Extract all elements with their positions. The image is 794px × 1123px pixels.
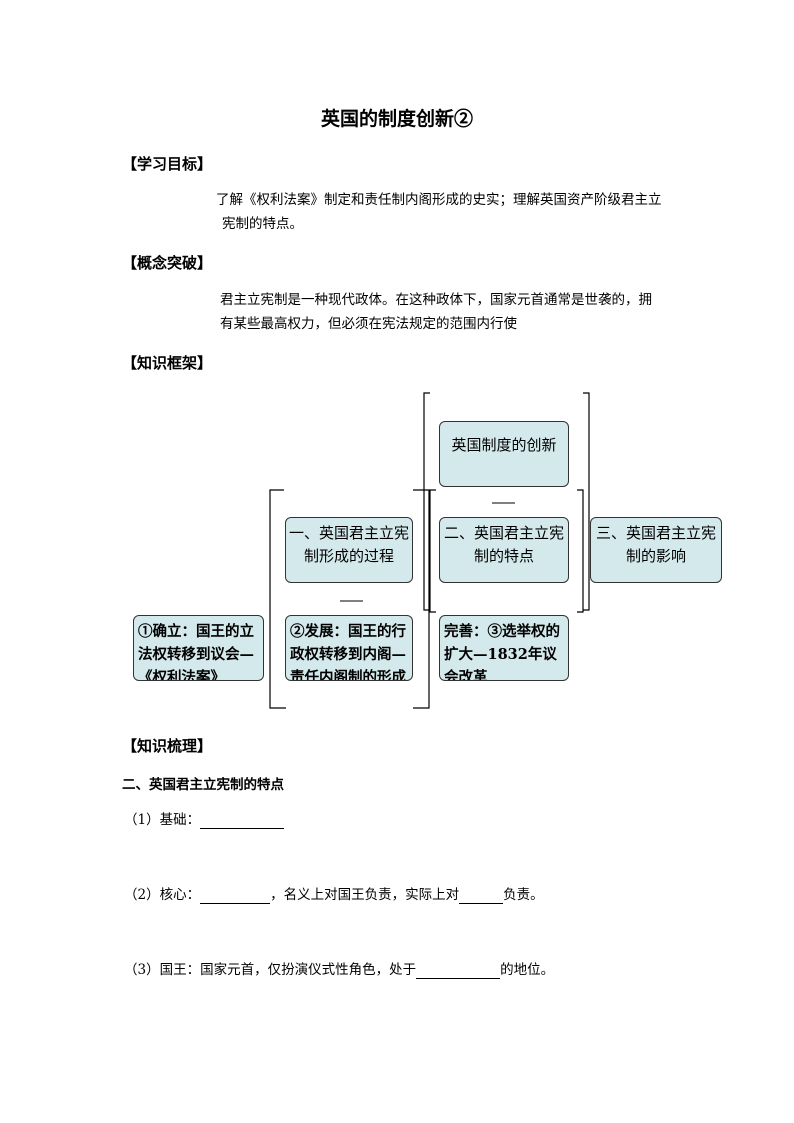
question-2-suffix: 负责。 [503,887,544,903]
question-1-prefix: （1）基础： [124,812,201,828]
page-title: 英国的制度创新② [320,108,473,130]
question-3-suffix: 的地位。 [500,962,555,978]
answer-blank-3[interactable] [416,962,501,979]
objectives-line-1: 了解《权利法案》制定和责任制内阁形成的史实；理解英国资产阶级君主立 [216,192,662,208]
section-objectives: 【学习目标】 [122,155,213,173]
section-review: 【知识梳理】 [122,737,213,755]
answer-blank-2b[interactable] [459,887,504,904]
question-1: （1）基础： [124,808,285,829]
concepts-line-1: 君主立宪制是一种现代政体。在这种政体下，国家元首通常是世袭的，拥 [220,292,652,308]
node-child-3: 完善：③选举权的扩大—1832年议会改革 [439,615,569,681]
question-2-mid: ，名义上对国王负责，实际上对 [270,887,460,903]
node-branch-1: 一、英国君主立宪制形成的过程 [285,517,413,583]
concepts-text: 君主立宪制是一种现代政体。在这种政体下，国家元首通常是世袭的，拥 有某些最高权力… [220,288,690,336]
objectives-text: 了解《权利法案》制定和责任制内阁形成的史实；理解英国资产阶级君主立 宪制的特点。 [216,188,686,236]
question-3: （3）国王：国家元首，仅扮演仪式性角色，处于 的地位。 [124,958,554,979]
question-2: （2）核心： ，名义上对国王负责，实际上对 负责。 [124,883,544,904]
question-2-prefix: （2）核心： [124,887,201,903]
answer-blank-1[interactable] [200,812,285,829]
node-branch-2: 二、英国君主立宪制的特点 [439,517,569,583]
section-concepts: 【概念突破】 [122,254,213,272]
section-framework: 【知识框架】 [122,354,213,372]
review-heading: 二、英国君主立宪制的特点 [122,777,284,793]
node-child-1: ①确立：国王的立法权转移到议会—《权利法案》 [133,615,264,681]
concepts-line-2: 有某些最高权力，但必须在宪法规定的范围内行使 [220,316,517,332]
question-3-prefix: （3）国王：国家元首，仅扮演仪式性角色，处于 [124,962,417,978]
bracket-lines [269,392,590,709]
answer-blank-2a[interactable] [200,887,271,904]
objectives-line-2: 宪制的特点。 [222,216,303,232]
node-branch-3: 三、英国君主立宪制的影响 [590,517,722,583]
node-child-2: ②发展：国王的行政权转移到内阁—责任内阁制的形成 [285,615,413,681]
node-root: 英国制度的创新 [439,421,569,487]
